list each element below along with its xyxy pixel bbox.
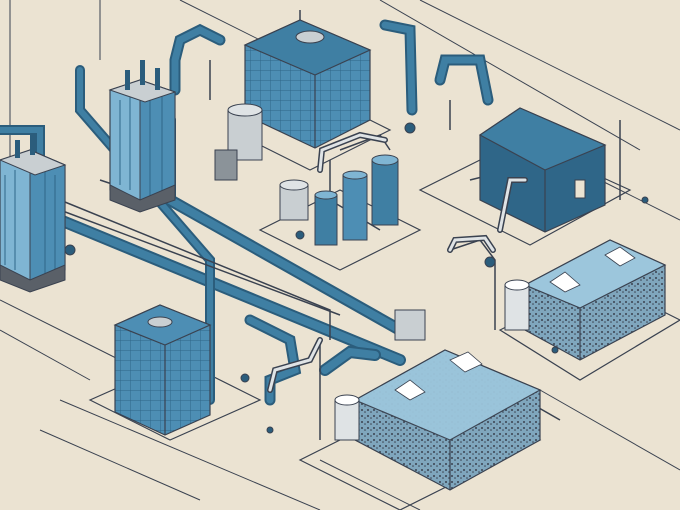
storage-cube-bottom [113,304,212,436]
mixing-tank-center [108,60,177,213]
filter-basin-right [523,239,667,361]
light-pipes [267,131,528,393]
valves [64,122,649,434]
mixing-tank-left [0,135,67,293]
metal-tanks [214,103,530,441]
control-cube-right [478,107,607,233]
storage-cube-top [243,19,372,149]
blue-cylinders [314,154,399,246]
